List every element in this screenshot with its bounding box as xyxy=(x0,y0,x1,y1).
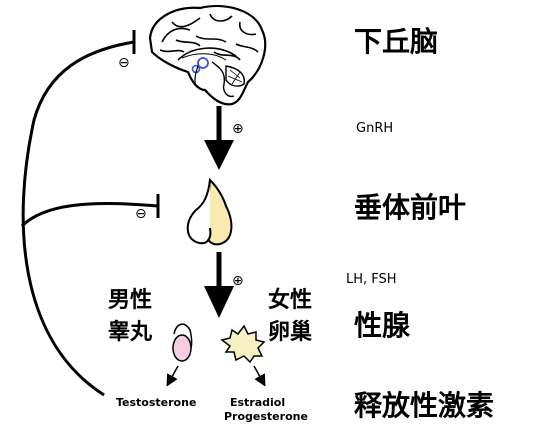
estradiol-arrow xyxy=(253,365,266,387)
label-hypothalamus: 下丘脑 xyxy=(354,25,439,58)
feedback-line-hypothalamus xyxy=(21,40,135,397)
label-gonad: 性腺 xyxy=(354,309,411,342)
pituitary-illustration xyxy=(186,177,233,246)
label-progesterone: Progesterone xyxy=(224,410,308,423)
hypothalamus-highlight xyxy=(197,57,209,69)
stimulation-arrow-2 xyxy=(204,252,234,318)
label-ovary: 卵巢 xyxy=(268,320,313,345)
label-estradiol: Estradiol xyxy=(230,396,286,409)
label-female: 女性 xyxy=(268,288,313,313)
label-testis: 睾丸 xyxy=(108,320,153,345)
feedback-line-pituitary xyxy=(20,202,159,228)
stimulate-sign-1: ⊕ xyxy=(232,121,244,137)
label-sex-hormones: 释放性激素 xyxy=(354,389,495,422)
brain-illustration xyxy=(148,4,267,106)
label-pituitary: 垂体前叶 xyxy=(354,191,467,224)
label-gnrh: GnRH xyxy=(356,121,394,136)
stimulation-arrow-1 xyxy=(204,106,234,170)
testosterone-arrow xyxy=(166,365,179,387)
label-testosterone: Testosterone xyxy=(116,396,197,409)
label-male: 男性 xyxy=(108,288,153,313)
testis-illustration xyxy=(172,323,193,362)
ovary-illustration xyxy=(220,324,266,364)
label-lh-fsh: LH, FSH xyxy=(346,272,397,287)
inhibit-sign-hypothalamus: ⊖ xyxy=(118,55,130,71)
inhibit-sign-pituitary: ⊖ xyxy=(135,206,147,222)
stimulate-sign-2: ⊕ xyxy=(232,273,244,289)
